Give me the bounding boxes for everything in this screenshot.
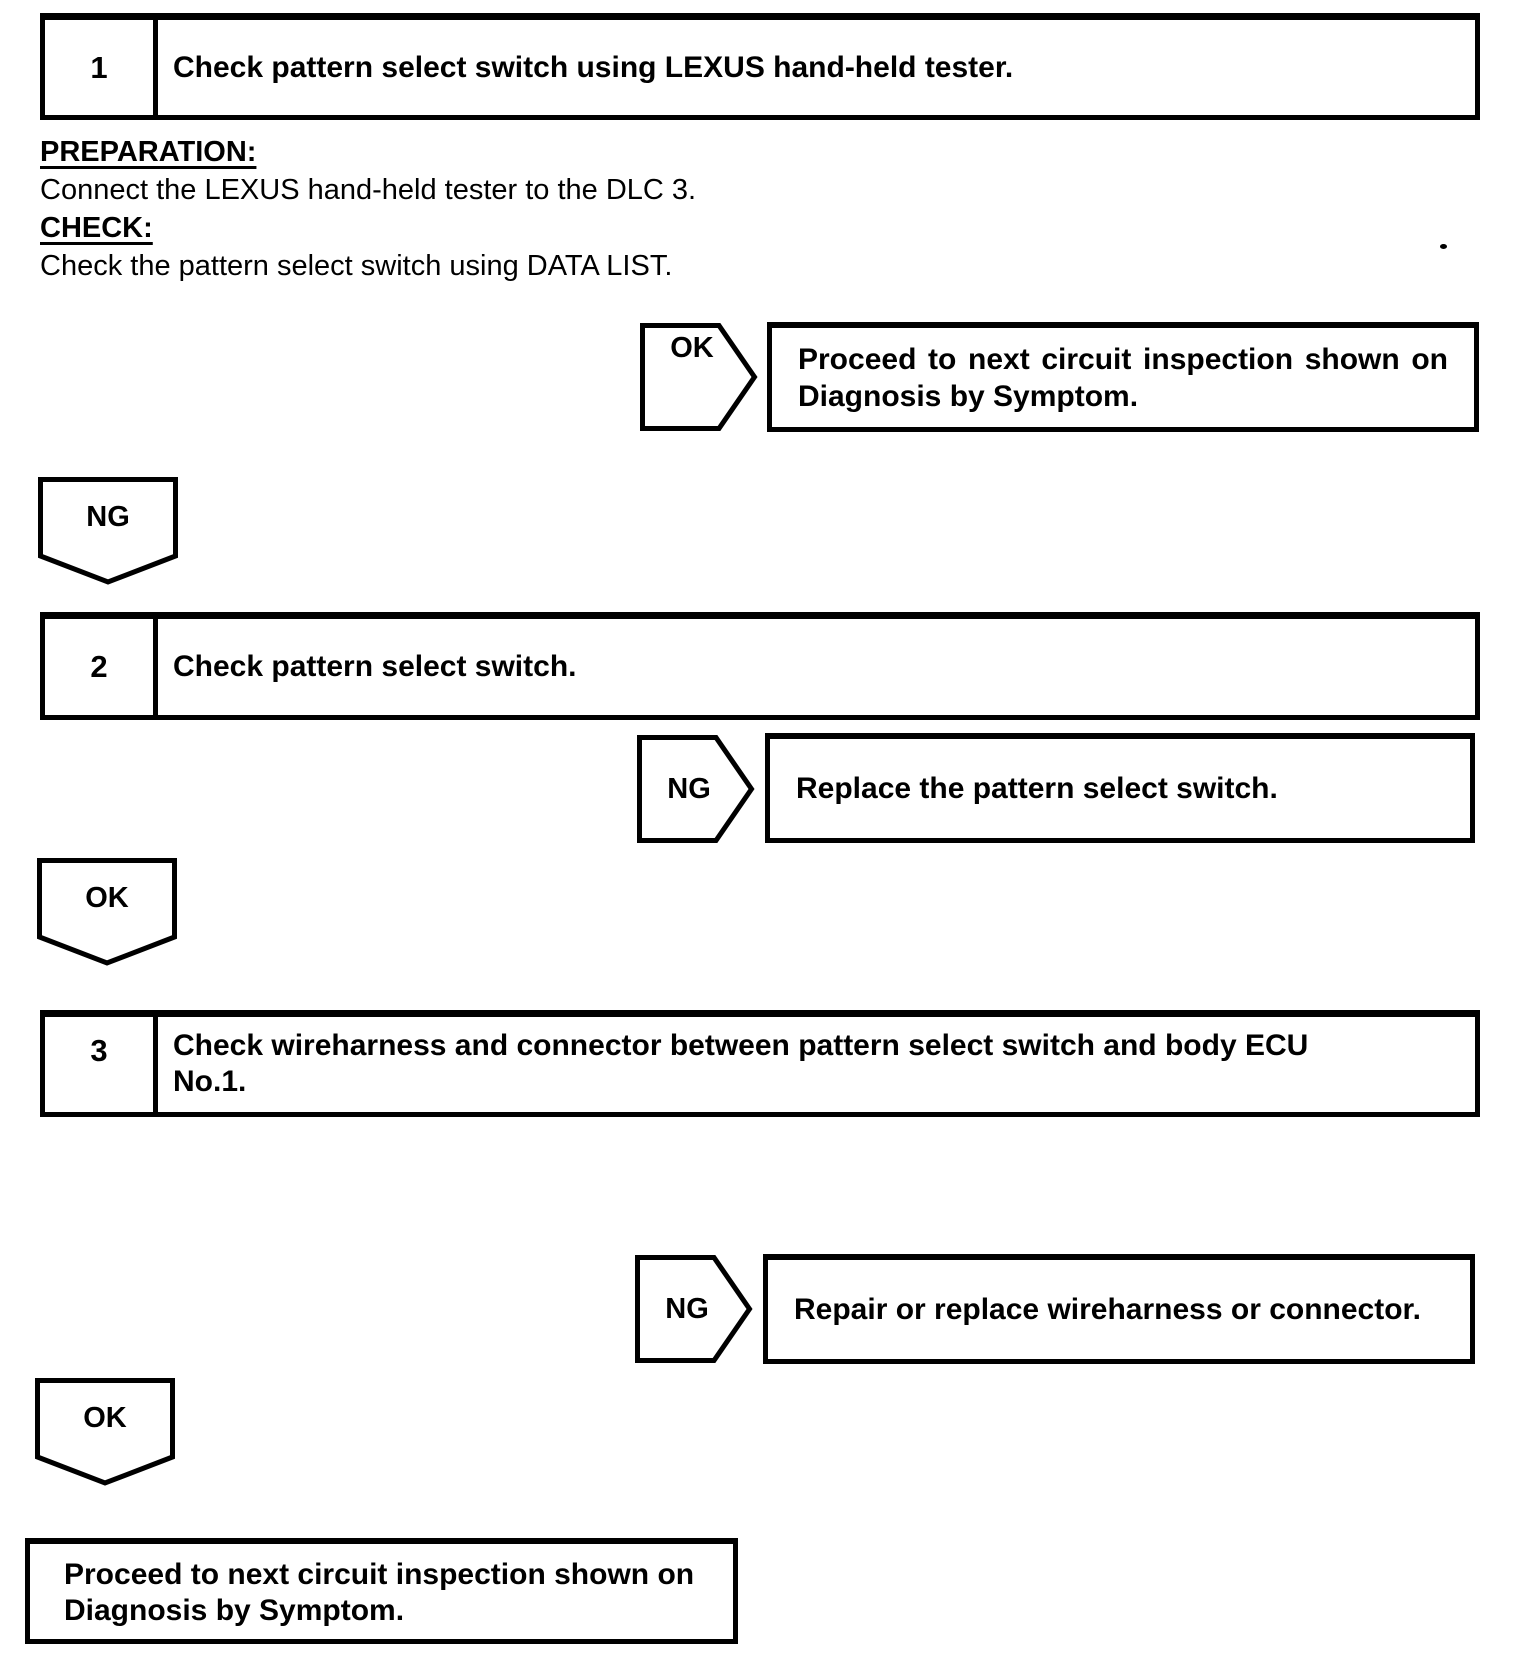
ng-branch-label-3: NG [665, 1292, 709, 1325]
final-line-1: Proceed to next circuit inspection shown… [64, 1558, 695, 1591]
step-1-number: 1 [45, 20, 158, 115]
ok-down-label-3: OK [83, 1401, 127, 1434]
step-3-title-line-2: No.1. [173, 1065, 247, 1098]
ok-action-line-1: Proceed to next circuit inspection shown… [798, 342, 1448, 376]
step-1-title: Check pattern select switch using LEXUS … [173, 20, 1463, 115]
ng-down-connector: NG [38, 477, 178, 585]
ng-branch-arrow-2: NG [637, 735, 755, 843]
ok-down-connector-3: OK [35, 1378, 175, 1486]
ok-down-label-2: OK [85, 881, 129, 914]
down-arrow-pentagon-icon [38, 477, 178, 585]
down-arrow-pentagon-icon [35, 1378, 175, 1486]
ok-branch-label: OK [670, 332, 714, 364]
preparation-label: PREPARATION: [40, 136, 257, 168]
ng-action-line: Replace the pattern select switch. [796, 772, 1278, 805]
check-label: CHECK: [40, 212, 153, 244]
step-2-title-line: Check pattern select switch. [173, 650, 577, 683]
ng-action-box-3: Repair or replace wireharness or connect… [763, 1254, 1475, 1364]
ok-action-box: Proceed to next circuit inspection shown… [767, 322, 1479, 432]
ng-down-label: NG [86, 500, 130, 533]
ng-branch-label-2: NG [667, 772, 711, 805]
right-arrow-pentagon-icon [640, 323, 758, 431]
step-3-box: 3 Check wireharness and connector betwee… [40, 1010, 1480, 1117]
right-arrow-pentagon-icon [635, 1255, 753, 1363]
step-1-title-line: Check pattern select switch using LEXUS … [173, 50, 1014, 84]
step-3-number: 3 [45, 1017, 158, 1112]
ng-action-line-3: Repair or replace wireharness or connect… [794, 1293, 1421, 1326]
step-2-box: 2 Check pattern select switch. [40, 612, 1480, 720]
step-3-title-line-1: Check wireharness and connector between … [173, 1029, 1309, 1062]
right-arrow-pentagon-icon [637, 735, 755, 843]
procedure-text: PREPARATION: Connect the LEXUS hand-held… [40, 133, 1140, 285]
preparation-text: Connect the LEXUS hand-held tester to th… [40, 174, 697, 206]
down-arrow-pentagon-icon [37, 858, 177, 966]
ng-branch-arrow-3: NG [635, 1255, 753, 1363]
step-3-title: Check wireharness and connector between … [173, 1017, 1463, 1112]
ok-branch-arrow: OK [640, 323, 758, 431]
ok-action-line-2: Diagnosis by Symptom. [798, 379, 1139, 413]
step-2-number: 2 [45, 619, 158, 715]
check-text: Check the pattern select switch using DA… [40, 250, 673, 282]
ng-action-box-2: Replace the pattern select switch. [765, 733, 1475, 843]
step-1-box: 1 Check pattern select switch using LEXU… [40, 13, 1480, 120]
step-2-title: Check pattern select switch. [173, 619, 1463, 715]
ok-down-connector-2: OK [37, 858, 177, 966]
scan-artifact-dot [1440, 244, 1447, 249]
final-line-2: Diagnosis by Symptom. [64, 1594, 405, 1627]
final-result-box: Proceed to next circuit inspection shown… [25, 1538, 738, 1644]
